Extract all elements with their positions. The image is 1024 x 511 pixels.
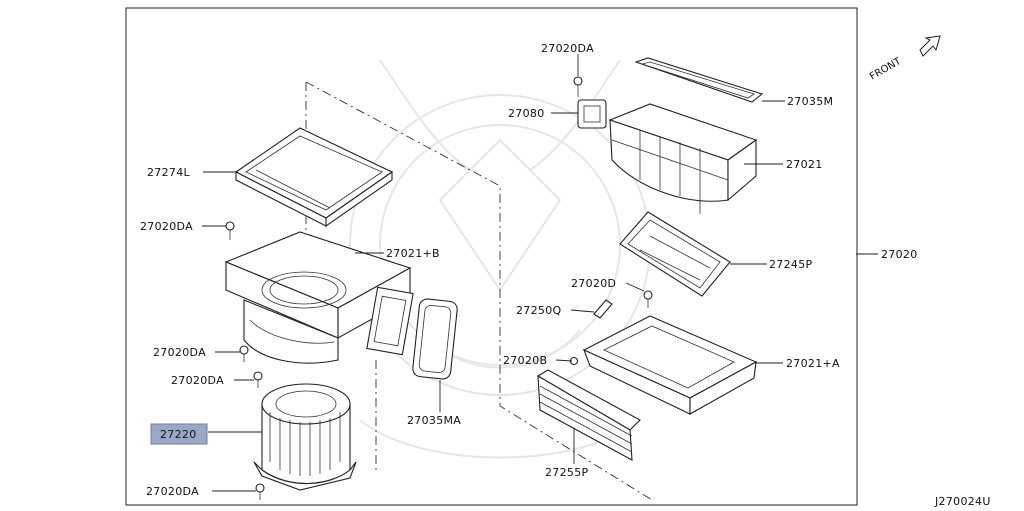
- label-27020DA-top[interactable]: 27020DA: [140, 220, 193, 233]
- front-indicator: FRONT: [868, 35, 941, 83]
- label-27020DA-mid1[interactable]: 27020DA: [153, 346, 206, 359]
- assembly-dashed-outline: [305, 81, 653, 501]
- filter-27274L-drawing: [234, 127, 394, 228]
- label-27020[interactable]: 27020: [881, 248, 918, 261]
- front-arrow-icon: [919, 35, 941, 57]
- highlight-box-27220: [150, 423, 208, 445]
- front-label: FRONT: [868, 56, 904, 83]
- label-27021A[interactable]: 27021+A: [786, 357, 840, 370]
- screws-left: [225, 221, 265, 500]
- label-27020B[interactable]: 27020B: [503, 354, 547, 367]
- label-27035MA[interactable]: 27035MA: [407, 414, 461, 427]
- gasket-27035MA-drawing: [412, 298, 458, 380]
- label-27020DA-bottom[interactable]: 27020DA: [146, 485, 199, 498]
- label-27250Q[interactable]: 27250Q: [516, 304, 561, 317]
- label-27021[interactable]: 27021: [786, 158, 823, 171]
- label-27255P[interactable]: 27255P: [545, 466, 588, 479]
- label-27021B[interactable]: 27021+B: [386, 247, 440, 260]
- panel-27255P-drawing: [536, 369, 641, 461]
- gasket-27035M-drawing: [634, 57, 764, 103]
- diagram-frame: [125, 7, 858, 506]
- case-27021-drawing: [608, 103, 758, 214]
- case-27021B-drawing: [224, 231, 414, 364]
- actuator-27080-drawing: [573, 76, 607, 129]
- label-27220[interactable]: 27220: [160, 428, 197, 441]
- leader-lines: [202, 54, 878, 492]
- blower-motor-27220-drawing: [253, 383, 357, 491]
- label-27274L[interactable]: 27274L: [147, 166, 190, 179]
- filter-27245P-drawing: [619, 211, 731, 297]
- case-27021A-drawing: [569, 315, 758, 415]
- diagram-code: J270024U: [934, 495, 991, 508]
- bracket-27250Q-drawing: [593, 290, 653, 319]
- label-27080[interactable]: 27080: [508, 107, 545, 120]
- label-27035M[interactable]: 27035M: [787, 95, 833, 108]
- label-27245P[interactable]: 27245P: [769, 258, 812, 271]
- part-labels: 27274L 27020DA 27021+B 27020DA 27020DA 2…: [140, 42, 918, 498]
- label-27020D[interactable]: 27020D: [571, 277, 616, 290]
- label-27020DA-mid2[interactable]: 27020DA: [171, 374, 224, 387]
- label-27020DA-upper[interactable]: 27020DA: [541, 42, 594, 55]
